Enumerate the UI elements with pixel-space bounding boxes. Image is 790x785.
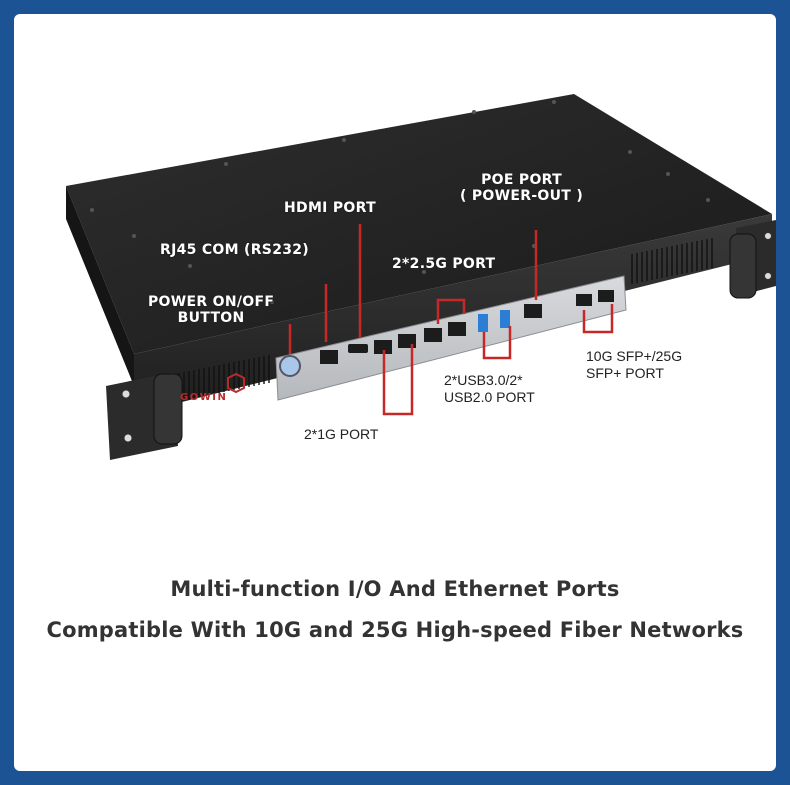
headline-line1: Multi-function I/O And Ethernet Ports	[170, 577, 620, 601]
callout-1g-port: 2*1G PORT	[304, 426, 378, 443]
callout-power-button: POWER ON/OFF BUTTON	[148, 294, 274, 326]
power-label-line2: BUTTON	[177, 310, 245, 327]
callout-rj45-com: RJ45 COM (RS232)	[160, 242, 309, 258]
server-chassis-graphic	[66, 94, 776, 460]
front-vents-right	[631, 238, 713, 284]
sfp-port-2	[598, 290, 614, 302]
1g-port-1	[374, 340, 392, 354]
power-button	[279, 355, 301, 377]
callout-poe-port: POE PORT ( POWER-OUT )	[460, 172, 583, 204]
server-illustration: GOWIN HDMI PORT POE PORT ( POWER-OUT ) R…	[14, 14, 776, 534]
callout-hdmi-port: HDMI PORT	[284, 200, 376, 216]
port-2-5g-label: 2*2.5G PORT	[392, 256, 496, 272]
callout-lines	[288, 224, 614, 416]
rj45-com-port	[320, 350, 338, 364]
brand-logo-icon	[227, 372, 245, 394]
headline-line2: Compatible With 10G and 25G High-speed F…	[46, 618, 744, 642]
rj45-com-label: RJ45 COM (RS232)	[160, 242, 310, 258]
callout-usb-port: 2*USB3.0/2* USB2.0 PORT	[444, 372, 535, 406]
usb-label-line1: 2*USB3.0/2*	[444, 372, 523, 388]
chassis-left-side	[66, 186, 134, 386]
hdmi-port	[348, 344, 368, 353]
1g-port-2	[398, 334, 416, 348]
poe-port-label-line2: ( POWER-OUT )	[460, 188, 584, 205]
usb-port-2	[500, 310, 510, 328]
usb-port-1	[478, 314, 488, 332]
chassis-top	[66, 94, 772, 354]
callout-sfp-port: 10G SFP+/25G SFP+ PORT	[586, 348, 682, 382]
callout-2-5g-port: 2*2.5G PORT	[392, 256, 495, 272]
poe-port	[524, 304, 542, 318]
port-1g-label: 2*1G PORT	[304, 426, 379, 442]
usb-label-line2: USB2.0 PORT	[444, 388, 535, 405]
hdmi-port-label: HDMI PORT	[284, 200, 376, 216]
product-card: GOWIN HDMI PORT POE PORT ( POWER-OUT ) R…	[14, 14, 776, 771]
handle-left	[153, 373, 183, 445]
sfp-port-1	[576, 294, 592, 306]
2-5g-port-1	[424, 328, 442, 342]
handle-right	[729, 233, 757, 299]
brand-text: GOWIN	[180, 392, 228, 403]
power-label-line1: POWER ON/OFF	[148, 294, 275, 310]
sfp-label-line2: SFP+ PORT	[586, 364, 664, 381]
sfp-label-line1: 10G SFP+/25G	[586, 348, 683, 364]
poe-port-label-line1: POE PORT	[481, 172, 562, 188]
2-5g-port-2	[448, 322, 466, 336]
